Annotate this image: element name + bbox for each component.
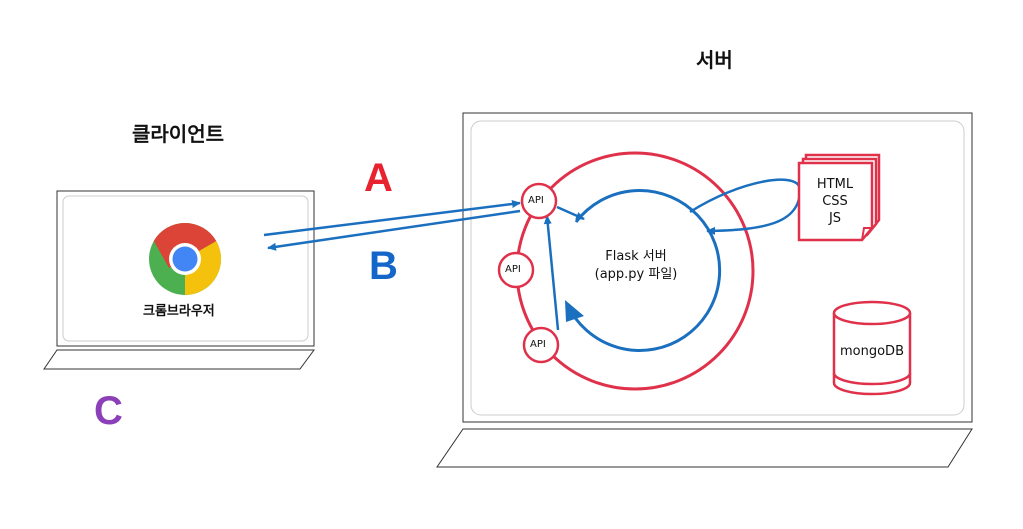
mongodb-cylinder-icon (832, 300, 912, 396)
flask-server-file: (app.py 파일) (594, 267, 678, 282)
flask-request-loop (565, 188, 722, 352)
loop-to-api-arrow (543, 215, 560, 331)
server-base (436, 428, 973, 468)
static-files-label: HTML CSS JS (805, 176, 865, 227)
request-arrow-a[interactable] (263, 200, 521, 237)
response-arrow-b[interactable] (267, 209, 521, 251)
api-label-bottom: API (530, 339, 546, 350)
chrome-icon (149, 222, 222, 295)
client-laptop-base (43, 349, 315, 370)
static-files-icon (797, 153, 881, 242)
flask-server-title: Flask 서버 (605, 249, 667, 264)
api-label-top: API (528, 195, 544, 206)
client-title: 클라이언트 (132, 122, 224, 146)
marker-a: A (364, 156, 393, 200)
marker-b: B (369, 244, 398, 288)
api-node-middle (497, 251, 535, 289)
api-label-middle: API (505, 264, 521, 275)
api-node-bottom (522, 326, 560, 364)
css-label: CSS (822, 194, 848, 209)
api-node-top (520, 182, 558, 220)
api-to-flask-arrow (556, 205, 585, 221)
html-label: HTML (816, 177, 854, 192)
marker-c: C (94, 389, 123, 433)
browser-label: 크롬브라우저 (143, 304, 215, 319)
flask-server-label: Flask 서버 (app.py 파일) (575, 248, 697, 284)
js-label: JS (828, 211, 842, 226)
mongodb-label: mongoDB (840, 344, 904, 359)
loop-arrowhead (565, 300, 584, 322)
server-title: 서버 (696, 48, 733, 72)
